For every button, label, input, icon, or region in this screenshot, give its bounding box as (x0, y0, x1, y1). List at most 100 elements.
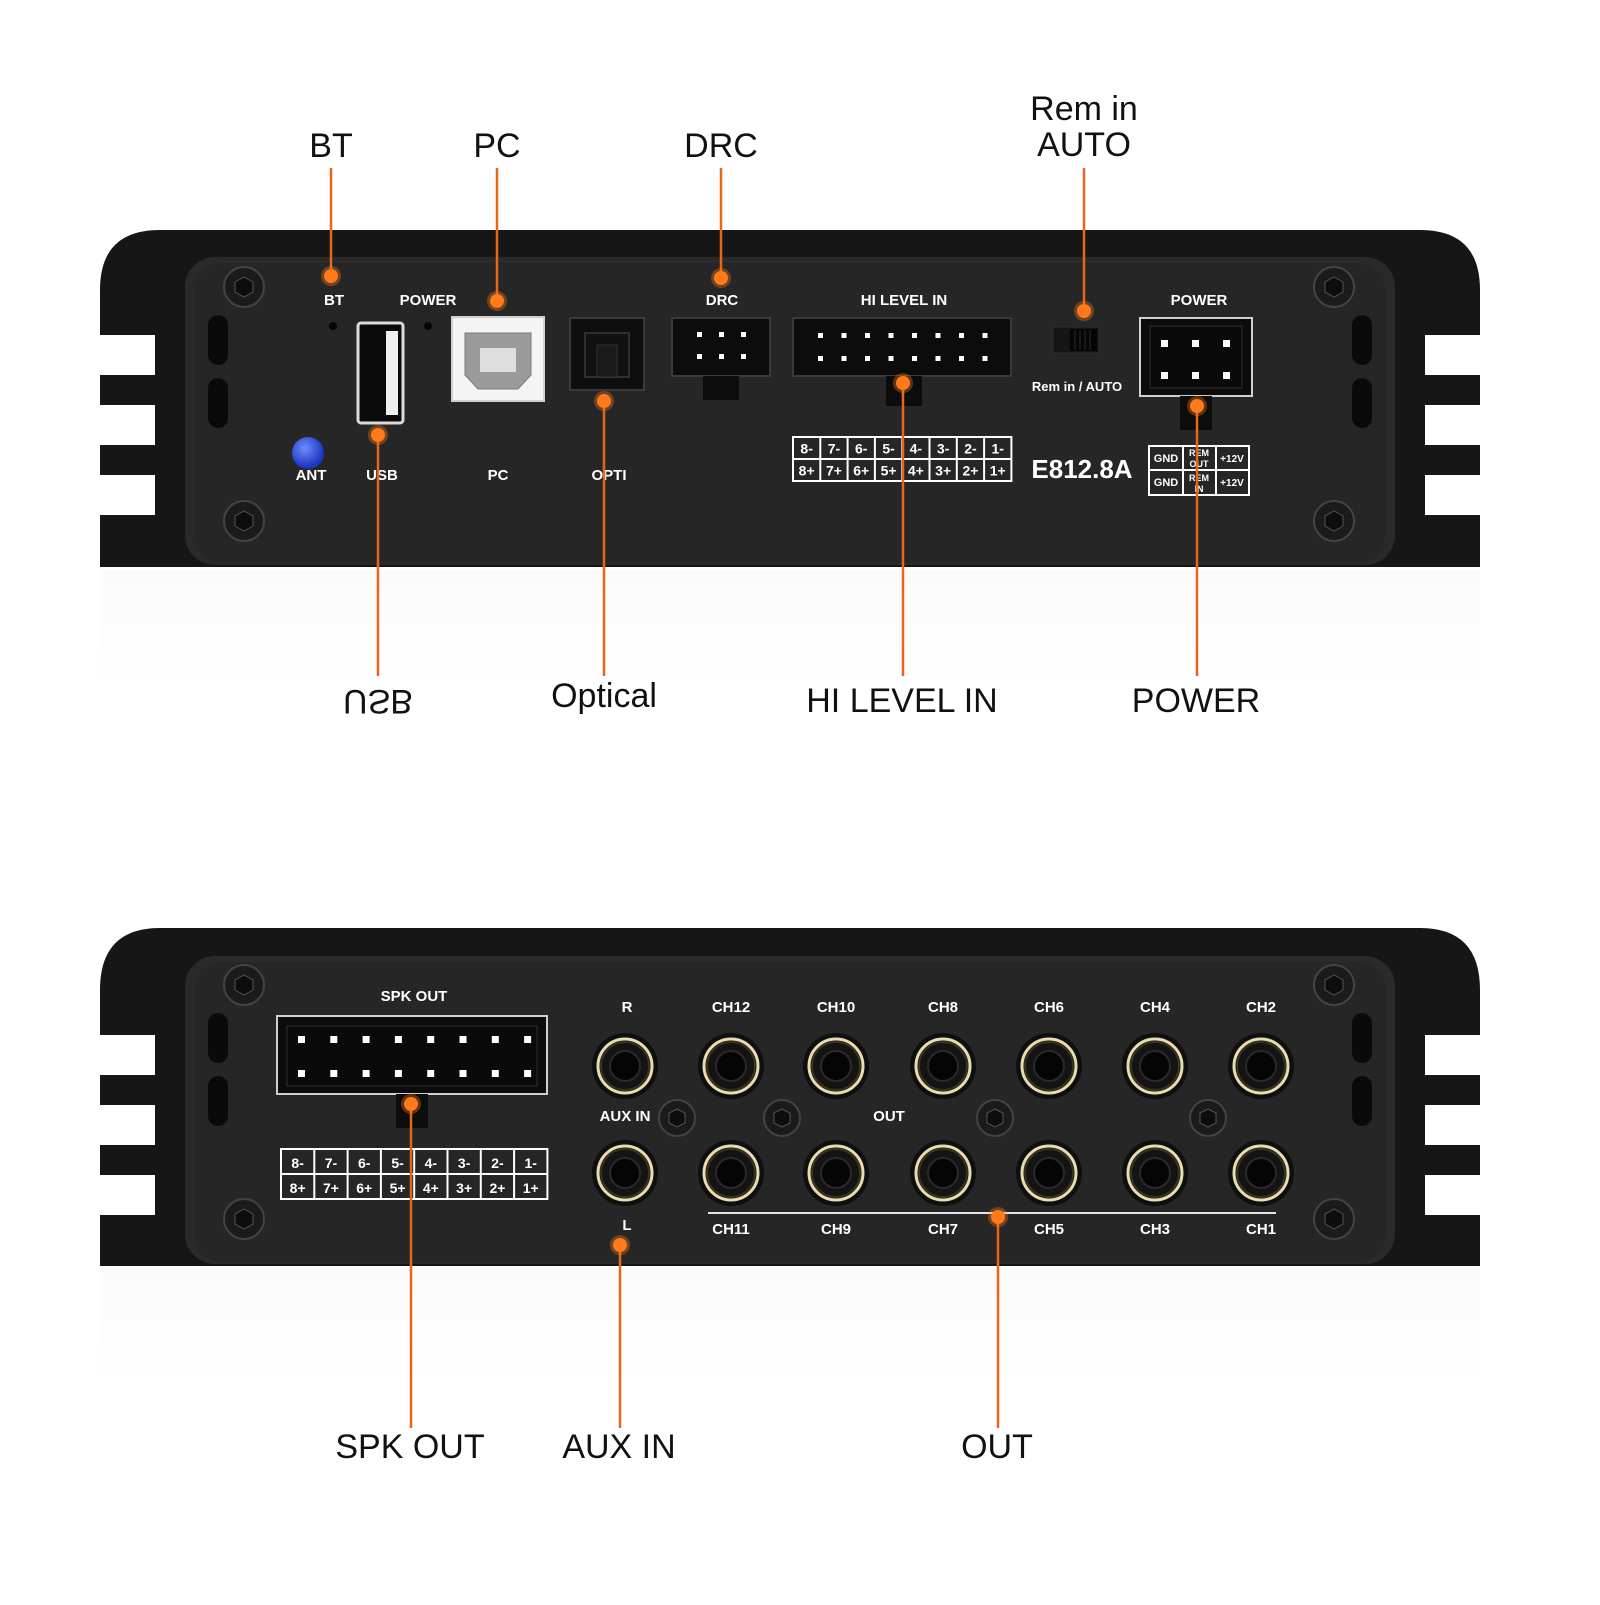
bt-led-icon (329, 322, 337, 330)
channel-label-bottom: CH11 (712, 1221, 750, 1238)
screw-icon (223, 266, 265, 308)
channel-label-bottom: CH9 (821, 1221, 851, 1238)
channel-label-bottom: CH5 (1034, 1221, 1064, 1238)
terminal-label: 2+ (489, 1180, 505, 1196)
channel-label-top: CH2 (1246, 999, 1276, 1016)
callout-rem-line2: AUTO (1037, 126, 1131, 164)
power-pinout-grid: GND GND REM OUT REM IN +12V +12V (1148, 445, 1250, 496)
callout-dot-icon (613, 1238, 627, 1252)
spk-out-connector[interactable] (276, 1015, 548, 1128)
panel-label-r: R (622, 999, 633, 1016)
rem-auto-switch[interactable] (1052, 326, 1100, 354)
rear-terminal-grid: 8-7-6-5-4-3-2-1-8+7+6+5+4+3+2+1+ (280, 1148, 549, 1200)
panel-label-pc: PC (488, 467, 509, 484)
callout-out: OUT (961, 1428, 1033, 1466)
rca-jack[interactable] (803, 1140, 869, 1206)
channel-label-top: CH12 (712, 999, 750, 1016)
panel-label-l: L (622, 1217, 631, 1234)
terminal-label: 1- (525, 1155, 538, 1171)
panel-label-power: POWER (1171, 292, 1228, 309)
panel-label-drc: DRC (706, 292, 739, 309)
terminal-label: 1- (992, 441, 1005, 457)
hi-level-in-connector[interactable] (792, 317, 1012, 406)
callout-drc: DRC (684, 127, 758, 165)
channel-label-bottom: CH7 (928, 1221, 958, 1238)
optical-port[interactable] (569, 317, 645, 391)
callout-lines (321, 168, 1207, 1428)
callout-power: POWER (1131, 682, 1261, 720)
callout-dot-icon (1190, 399, 1204, 413)
terminal-label: 6- (358, 1155, 371, 1171)
rca-jack[interactable] (698, 1033, 764, 1099)
terminal-label: 3+ (456, 1180, 472, 1196)
power-connector[interactable] (1139, 317, 1253, 430)
terminal-label: 6- (855, 441, 868, 457)
screw-icon (1313, 266, 1355, 308)
panel-label-aux-in: AUX IN (600, 1108, 651, 1125)
callout-spk-out: SPK OUT (335, 1428, 485, 1466)
panel-label-rem-auto: Rem in / AUTO (1032, 379, 1122, 394)
pc-usb-b-port[interactable] (451, 316, 545, 402)
rca-jack[interactable] (698, 1140, 764, 1206)
rca-jack[interactable] (910, 1140, 976, 1206)
antenna-connector[interactable] (292, 437, 324, 469)
rca-jack[interactable] (1016, 1033, 1082, 1099)
terminal-label: 7+ (323, 1180, 339, 1196)
rca-jack[interactable] (1228, 1140, 1294, 1206)
terminal-label: 5+ (881, 463, 897, 479)
panel-label-spk-out: SPK OUT (381, 988, 448, 1005)
callout-pc: PC (473, 127, 521, 165)
drc-connector[interactable] (671, 317, 771, 400)
pin-12v-bottom: +12V (1220, 478, 1244, 489)
terminal-label: 4- (425, 1155, 438, 1171)
channel-label-top: CH4 (1140, 999, 1171, 1016)
rca-jack[interactable] (1228, 1033, 1294, 1099)
rca-jack[interactable] (592, 1033, 658, 1099)
callout-optical: Optical (551, 677, 657, 715)
channel-label-top: CH10 (817, 999, 855, 1016)
callout-dot-icon (490, 294, 504, 308)
usb-port[interactable] (356, 321, 405, 425)
callout-dot-icon (404, 1097, 418, 1111)
front-panel-unit: E812.8A BT POWER DRC HI LEVEL IN POWER A… (90, 230, 1490, 690)
pin-rem-in-2: IN (1195, 484, 1204, 494)
callout-dot-icon (896, 376, 910, 390)
panel-label-opti: OPTI (591, 467, 626, 484)
terminal-label: 2+ (962, 463, 978, 479)
rca-jack[interactable] (910, 1033, 976, 1099)
terminal-label: 2- (964, 441, 977, 457)
screw-icon (223, 500, 265, 542)
rca-jack[interactable] (1122, 1140, 1188, 1206)
terminal-label: 4+ (908, 463, 924, 479)
panel-label-ant: ANT (296, 467, 327, 484)
screw-icon (1313, 500, 1355, 542)
terminal-label: 7- (828, 441, 841, 457)
terminal-label: 8- (800, 441, 813, 457)
terminal-label: 8+ (799, 463, 815, 479)
panel-label-hi-level-in: HI LEVEL IN (861, 292, 947, 309)
channel-label-bottom: CH1 (1246, 1221, 1276, 1238)
terminal-label: 1+ (523, 1180, 539, 1196)
panel-label-power-led: POWER (400, 292, 457, 309)
rca-jack[interactable] (1122, 1033, 1188, 1099)
terminal-label: 3+ (935, 463, 951, 479)
power-led-icon (424, 322, 432, 330)
rca-jack[interactable] (1016, 1140, 1082, 1206)
rca-jack[interactable] (803, 1033, 869, 1099)
terminal-label: 5- (391, 1155, 404, 1171)
terminal-label: 2- (491, 1155, 504, 1171)
terminal-label: 8- (291, 1155, 304, 1171)
screw-icon (223, 1198, 265, 1240)
pin-12v-top: +12V (1220, 454, 1244, 465)
pin-rem-in-1: REM (1189, 473, 1209, 483)
rca-jack[interactable] (592, 1140, 658, 1206)
terminal-label: 3- (458, 1155, 471, 1171)
screw-icon (1313, 1198, 1355, 1240)
callout-bt: BT (309, 127, 353, 165)
callout-usb: USB (343, 682, 413, 720)
terminal-label: 7- (325, 1155, 338, 1171)
terminal-label: 1+ (990, 463, 1006, 479)
screw-icon (223, 964, 265, 1006)
